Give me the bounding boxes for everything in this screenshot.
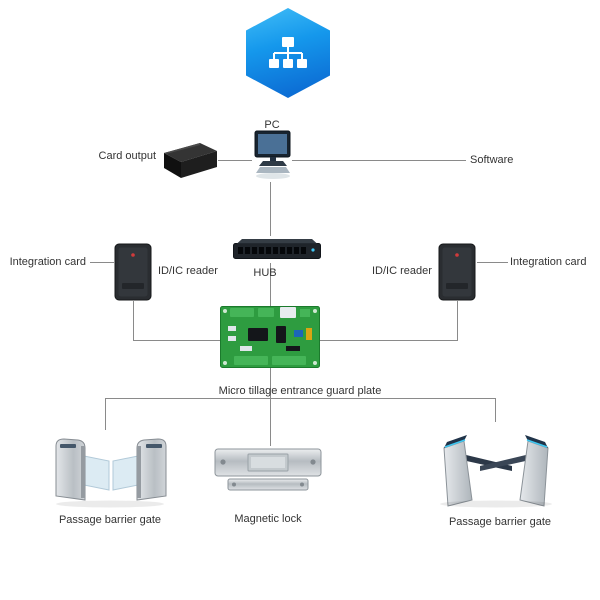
pc-label: PC <box>264 119 280 131</box>
connector-readerright-down <box>457 301 458 341</box>
idic-reader-right-label: ID/IC reader <box>372 265 432 277</box>
card-output-label: Card output <box>98 150 156 162</box>
integration-card-right-label: Integration card <box>510 256 587 268</box>
hub-label: HUB <box>253 267 277 279</box>
connector-board-lock <box>270 368 271 446</box>
network-logo-hexagon <box>246 8 330 98</box>
connector-pc-hub <box>270 182 271 236</box>
integration-card-left-label: Integration card <box>9 256 86 268</box>
connector-branch-gateright <box>495 398 496 422</box>
card-output-box-icon <box>160 136 220 182</box>
pc-monitor-icon <box>250 130 294 182</box>
access-control-board-icon <box>220 306 320 368</box>
swing-barrier-gate-icon <box>434 420 558 508</box>
barrier-gate-left-label: Passage barrier gate <box>58 514 162 526</box>
idic-reader-left-label: ID/IC reader <box>158 265 218 277</box>
connector-integration-right <box>477 262 508 263</box>
sitemap-icon <box>269 37 307 68</box>
connector-readerleft-board <box>133 340 221 341</box>
magnetic-lock-label: Magnetic lock <box>234 513 302 525</box>
connector-pc-software <box>292 160 466 161</box>
connector-branch-gateleft <box>105 398 106 430</box>
barrier-gate-right-label: Passage barrier gate <box>448 516 552 528</box>
software-label: Software <box>470 154 514 166</box>
connector-hub-board <box>270 263 271 306</box>
connector-branch-horizontal <box>105 398 495 399</box>
idic-reader-left-icon <box>114 243 152 301</box>
guard-plate-label: Micro tillage entrance guard plate <box>218 385 382 397</box>
idic-reader-right-icon <box>438 243 476 301</box>
connector-readerright-board <box>320 340 458 341</box>
magnetic-lock-icon <box>214 446 322 494</box>
flap-barrier-gate-icon <box>50 430 168 510</box>
connector-readerleft-down <box>133 301 134 341</box>
network-hub-icon <box>233 236 321 263</box>
connector-cardoutput-pc <box>218 160 252 161</box>
connector-integration-left <box>90 262 114 263</box>
